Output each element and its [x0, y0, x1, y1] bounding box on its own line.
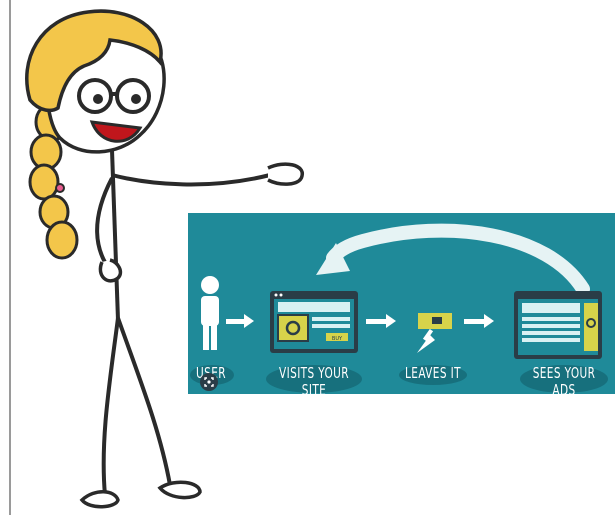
retargeting-diagram: BUY USER VISITS YOUR SI — [188, 213, 615, 394]
step-label-leaves: LEAVES IT — [404, 366, 462, 381]
leave-site-icon — [417, 313, 452, 353]
step-label-visits-line1: VISITS YOUR — [277, 366, 352, 381]
user-figure-icon — [201, 276, 219, 350]
flow-arrows — [226, 314, 494, 328]
curved-return-arrow — [333, 231, 583, 289]
step-label-sees-line2: ADS — [530, 383, 599, 394]
website-window-icon — [270, 291, 358, 353]
step-label-visits-line2: SITE — [277, 383, 352, 394]
ads-window-icon — [514, 291, 602, 359]
expand-icon — [200, 373, 218, 391]
expand-button[interactable] — [200, 373, 218, 391]
buy-tag: BUY — [332, 336, 343, 342]
step-label-sees-line1: SEES YOUR — [530, 366, 599, 381]
